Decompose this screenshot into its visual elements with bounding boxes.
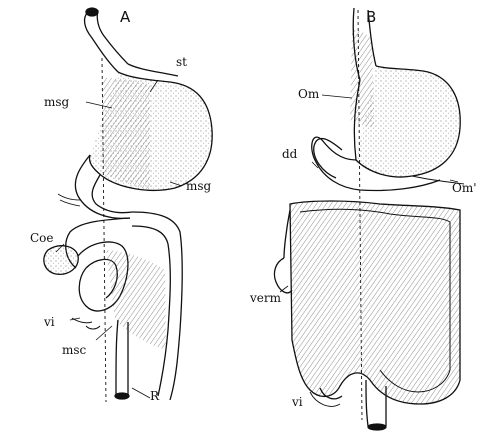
label-msg-right: msg xyxy=(186,180,211,192)
label-r: R xyxy=(150,390,159,402)
panel-a-caecum xyxy=(44,246,78,275)
label-verm: verm xyxy=(250,292,281,304)
label-om: Om xyxy=(298,88,319,100)
panel-b-rectum xyxy=(366,380,368,426)
label-vi-b: vi xyxy=(292,396,303,408)
label-msc: msc xyxy=(62,344,86,356)
panel-a-mesocolon xyxy=(106,250,166,350)
label-msg-left: msg xyxy=(44,96,69,108)
label-st: st xyxy=(176,56,187,68)
panel-a-letter: A xyxy=(120,10,130,25)
panel-a-rectum xyxy=(116,320,118,396)
label-vi-a: vi xyxy=(44,316,55,328)
panel-b-drawing xyxy=(274,8,464,430)
label-om-prime: Om' xyxy=(452,182,477,194)
label-coe: Coe xyxy=(30,232,54,244)
label-dd: dd xyxy=(282,148,297,160)
panel-b-mesentery xyxy=(290,201,460,404)
panel-b-letter: B xyxy=(366,10,376,25)
panel-b-vermiform xyxy=(274,258,292,293)
panel-a-esophagus xyxy=(85,12,118,72)
